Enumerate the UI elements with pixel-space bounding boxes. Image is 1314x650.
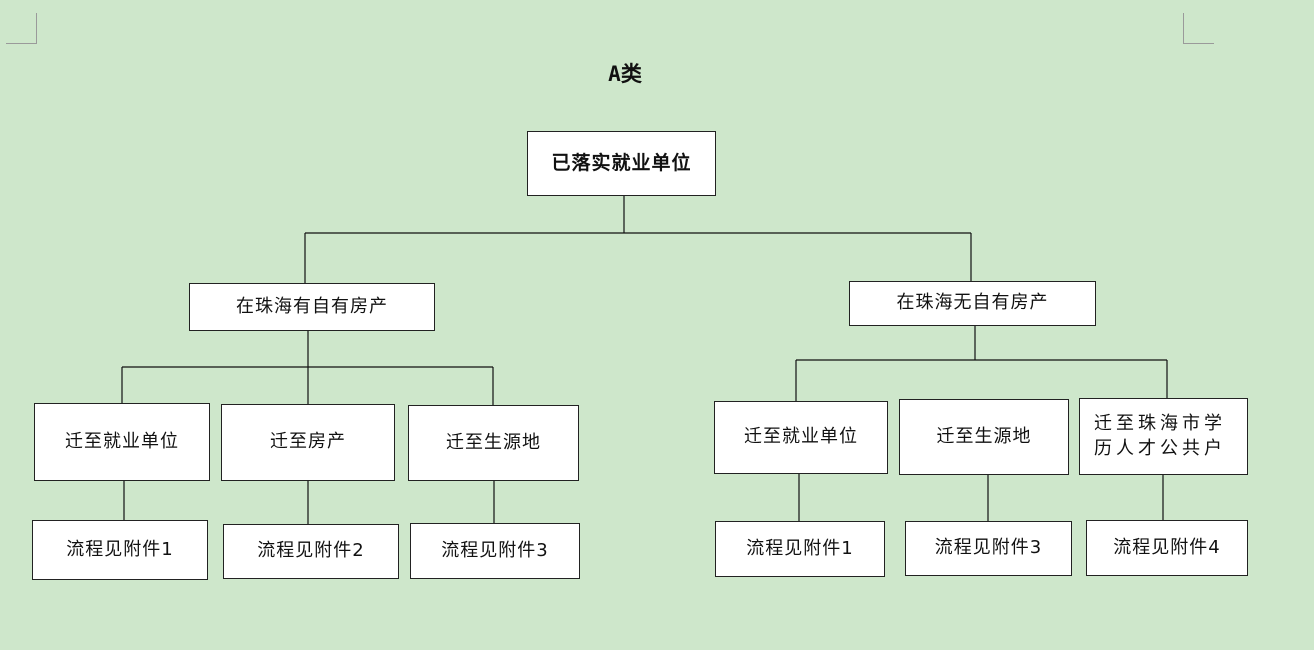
page-corner-mark-left <box>6 13 37 44</box>
result-node: 流程见附件3 <box>905 521 1072 576</box>
page-corner-mark-right <box>1183 13 1214 44</box>
root-node: 已落实就业单位 <box>527 131 716 196</box>
diagram-title: A类 <box>608 62 642 86</box>
option-node: 迁至生源地 <box>408 405 579 481</box>
branch-node-no-property: 在珠海无自有房产 <box>849 281 1096 326</box>
branch-node-has-property: 在珠海有自有房产 <box>189 283 435 331</box>
result-node: 流程见附件1 <box>32 520 208 580</box>
option-node: 迁至生源地 <box>899 399 1069 475</box>
result-node: 流程见附件1 <box>715 521 885 577</box>
option-node-line: 迁至珠海市学 <box>1094 413 1226 435</box>
result-node: 流程见附件3 <box>410 523 580 579</box>
option-node: 迁至就业单位 <box>34 403 210 481</box>
result-node: 流程见附件2 <box>223 524 399 579</box>
option-node: 迁至珠海市学 历人才公共户 <box>1079 398 1248 475</box>
result-node: 流程见附件4 <box>1086 520 1248 576</box>
option-node-line: 历人才公共户 <box>1094 437 1226 459</box>
option-node: 迁至房产 <box>221 404 395 481</box>
option-node: 迁至就业单位 <box>714 401 888 474</box>
